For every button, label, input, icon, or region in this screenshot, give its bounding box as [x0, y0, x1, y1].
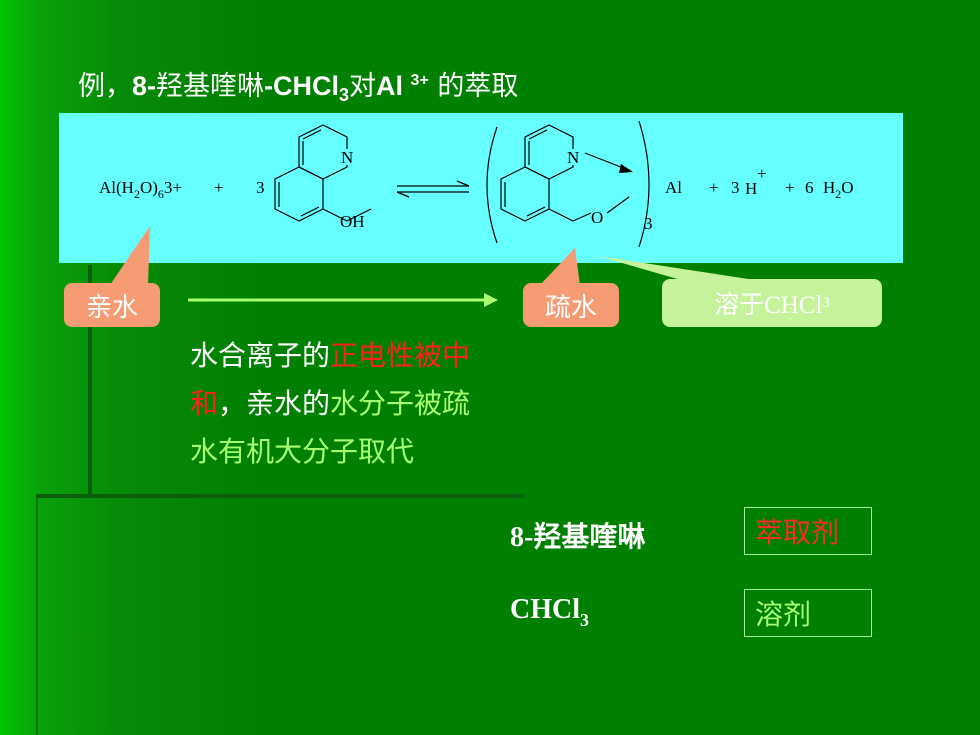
equilibrium-arrow — [396, 180, 470, 198]
solvent-name-subscript: 3 — [580, 610, 589, 630]
solvent-role-box: 溶剂 — [744, 589, 872, 637]
title-prefix: 例， — [78, 71, 132, 102]
explanation-part-2: 正电性被中 — [330, 339, 471, 372]
plus-sign-1: + — [214, 178, 224, 197]
dissolve-callout-text: 溶于CHCl — [714, 292, 823, 319]
explanation-part-1: 水合离子的 — [190, 339, 331, 372]
title-reagent-b: 羟基喹啉 — [156, 71, 265, 102]
h-coefficient: 3 — [731, 178, 740, 197]
reactant-al: Al(H — [99, 178, 134, 197]
transition-arrowhead — [484, 293, 498, 307]
title-suffix: 的萃取 — [428, 71, 519, 102]
plus-sign-3: + — [785, 178, 795, 197]
decorative-vertical-line — [88, 265, 92, 497]
reactant-complex-label: Al(H2O)63+ — [99, 178, 182, 201]
reaction-equation-panel: Al(H2O)63+ + 3 N OH — [59, 113, 903, 263]
extractant-role-box: 萃取剂 — [744, 507, 872, 555]
solvent-name: CHCl3 — [510, 594, 589, 631]
decorative-vertical-line-lower — [36, 498, 38, 735]
extractant-name: 8-羟基喹啉 — [510, 522, 646, 553]
water-label: H2O — [823, 178, 854, 201]
ligand-coefficient: 3 — [256, 178, 265, 197]
title-middle: 对 — [349, 71, 377, 102]
reaction-equation-diagram: Al(H2O)63+ + 3 N OH — [99, 120, 854, 248]
hydroxyquinoline-structure — [274, 124, 372, 222]
title-metal-charge: 3+ — [410, 72, 429, 89]
coordination-arrowhead — [619, 164, 633, 173]
hydrophobic-callout: 疏水 — [523, 283, 619, 327]
product-complex-structure — [486, 120, 650, 248]
title-metal: Al — [376, 71, 411, 101]
product-metal: Al — [665, 178, 682, 197]
explanation-part-5: 水分子被疏 — [330, 387, 471, 420]
slide-title: 例，8-羟基喹啉-CHCl3对Al 3+ 的萃取 — [78, 64, 518, 106]
explanation-part-4: ，亲水的 — [218, 387, 331, 420]
water-coefficient: 6 — [805, 178, 814, 197]
title-reagent-a: 8- — [132, 71, 157, 101]
explanation-text: 水合离子的正电性被中 和，亲水的水分子被疏 水有机大分子取代 — [190, 332, 550, 476]
h-ion: H — [745, 179, 757, 198]
decorative-horizontal-line — [36, 494, 524, 498]
dissolve-callout-subscript: 3 — [822, 294, 830, 311]
hydrophilic-callout: 亲水 — [64, 283, 160, 327]
oh-label: OH — [340, 212, 365, 231]
n-label: N — [341, 148, 353, 167]
title-reagent-subscript: 3 — [339, 85, 350, 105]
product-subscript: 3 — [644, 214, 653, 233]
plus-sign-2: + — [709, 178, 719, 197]
product-n-label: N — [567, 148, 579, 167]
product-o-label: O — [591, 208, 603, 227]
explanation-part-3: 和 — [190, 387, 219, 420]
explanation-part-6: 水有机大分子取代 — [190, 435, 415, 468]
h-charge: + — [757, 164, 767, 183]
title-reagent-c: -CHCl — [264, 71, 340, 101]
solvent-name-text: CHCl — [510, 594, 580, 625]
